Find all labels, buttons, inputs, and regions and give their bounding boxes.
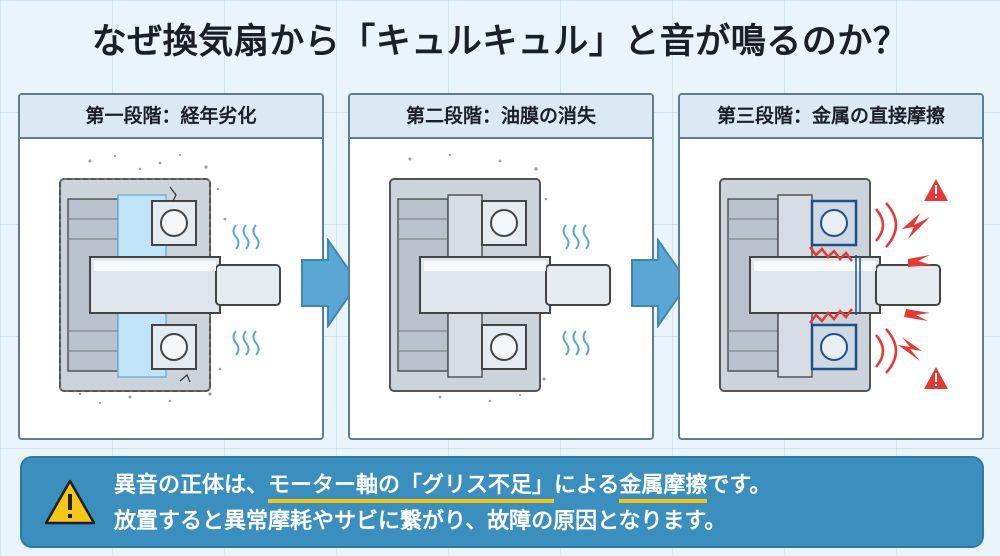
friction-marks <box>809 246 853 324</box>
page-title: なぜ換気扇から「キュルキュル」と音が鳴るのか？ <box>91 22 909 62</box>
highlight-friction: 金属摩擦 <box>619 473 708 503</box>
bearing-bottom <box>810 323 858 371</box>
stage-2-label: 第二段階：油膜の消失 <box>350 95 652 139</box>
dust-particles <box>408 153 548 403</box>
bearing-top <box>151 200 197 246</box>
stage-1-motor-illustration <box>59 154 281 405</box>
explanation-text: 異音の正体は、モーター軸の「グリス不足」による金属摩擦です。 放置すると異常摩耗… <box>114 468 974 540</box>
heat-wave-icon <box>562 224 590 356</box>
explanation-line-1: 異音の正体は、モーター軸の「グリス不足」による金属摩擦です。 <box>114 468 974 504</box>
spark-icon <box>898 213 932 361</box>
stage-1-label: 第一段階：経年劣化 <box>20 95 322 139</box>
bearing-top <box>481 200 527 246</box>
arrow-right-icon <box>631 238 690 328</box>
stage-3-motor-illustration <box>719 178 948 392</box>
stage-1-panel: 第一段階：経年劣化 <box>18 93 324 440</box>
highlight-grease: モーター軸の「グリス不足」 <box>268 473 555 503</box>
stage-3-label: 第三段階：金属の直接摩擦 <box>680 95 982 139</box>
stage-2-panel: 第二段階：油膜の消失 <box>348 93 654 440</box>
heat-wave-icon <box>232 224 260 356</box>
vibration-arcs <box>875 202 898 374</box>
dust-particles <box>78 154 227 405</box>
stage-3-panel: 第三段階：金属の直接摩擦 <box>678 93 984 440</box>
warning-icon <box>924 179 948 201</box>
bearing-bottom <box>481 324 527 370</box>
warning-icon <box>44 479 96 525</box>
warning-icon <box>924 367 948 389</box>
explanation-line-2: 放置すると異常摩耗やサビに繋がり、故障の原因となります。 <box>114 509 727 534</box>
explanation-banner: 異音の正体は、モーター軸の「グリス不足」による金属摩擦です。 放置すると異常摩耗… <box>20 456 984 548</box>
stage-2-motor-illustration <box>389 153 611 403</box>
wear-marks <box>855 255 861 315</box>
arrow-right-icon <box>301 238 360 328</box>
bearing-bottom <box>151 324 197 370</box>
bearing-top <box>810 199 858 247</box>
